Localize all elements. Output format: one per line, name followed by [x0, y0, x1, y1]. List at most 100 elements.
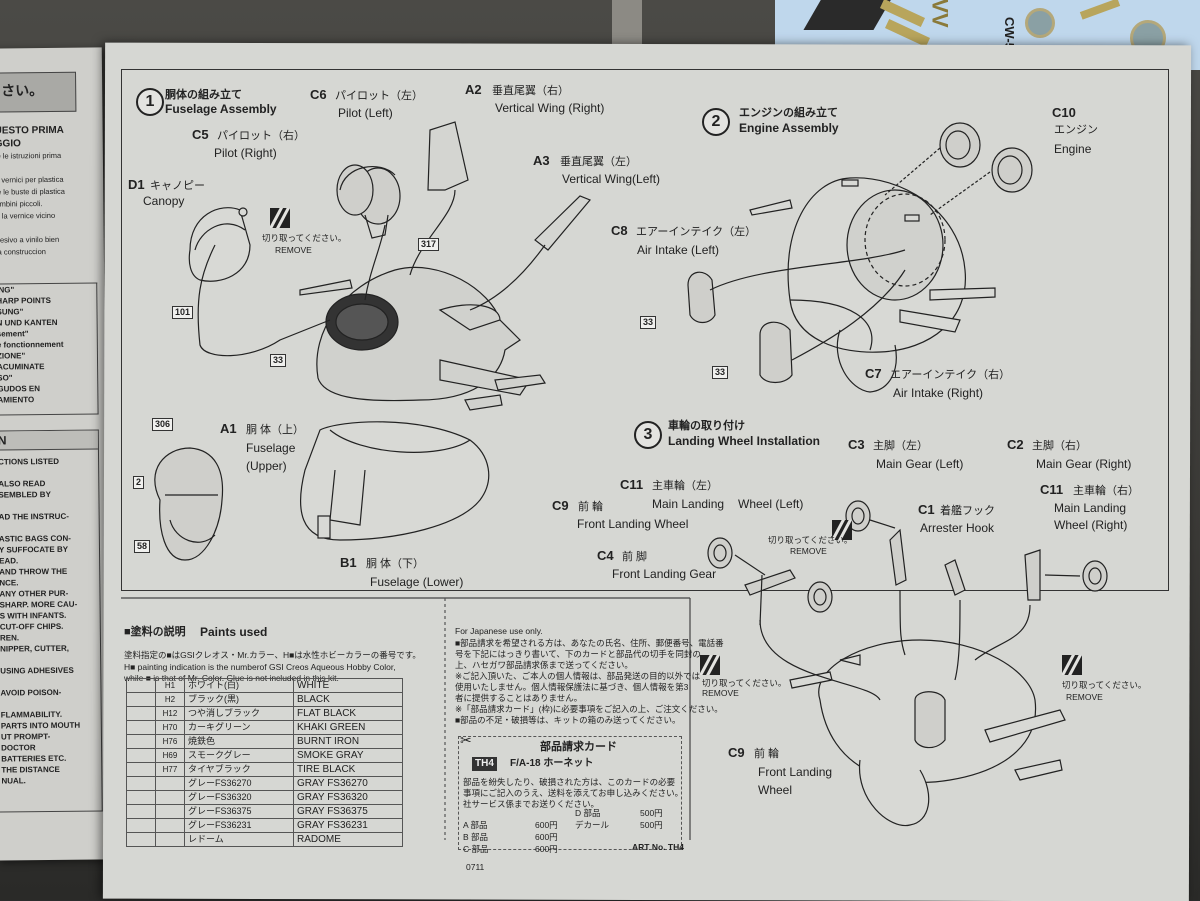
part-c2-ja: 主脚（右） [1032, 440, 1087, 452]
paint-ja: 焼鉄色 [184, 734, 294, 749]
paint-en: BURNT IRON [293, 734, 403, 749]
paint-code: H70 [155, 720, 185, 735]
part-c3-ja: 主脚（左） [873, 440, 928, 452]
part-a2-code: A2 [465, 82, 482, 97]
badge-33: 33 [270, 354, 287, 367]
paint-ja: カーキグリーン [184, 720, 294, 735]
paint-ja: レドーム [184, 832, 294, 847]
card-title: 部品請求カード [540, 741, 617, 753]
part-c10-code: C10 [1052, 105, 1076, 120]
card-a-label: A 部品 [463, 820, 488, 830]
paint-swatch [126, 678, 156, 693]
paint-en: KHAKI GREEN [293, 720, 403, 735]
paint-en: FLAT BLACK [293, 706, 403, 721]
paint-code: H2 [155, 692, 185, 707]
paint-swatch [126, 762, 156, 777]
part-c7-code: C7 [865, 366, 882, 381]
part-c11r-ja: 主車輪（右） [1073, 485, 1139, 497]
badge-306: 306 [152, 418, 174, 431]
paint-swatch [126, 832, 156, 847]
paint-en: RADOME [293, 832, 403, 847]
paint-code: H69 [155, 748, 185, 763]
text-line: ※「部品請求カード」(枠)に必要事項をご記入の上、ご注文ください。 [455, 704, 723, 714]
paint-code [155, 804, 185, 819]
landing-body-drawing [789, 639, 1066, 827]
air-intake-drawings [687, 249, 906, 384]
paint-swatch [126, 804, 156, 819]
part-c9b-en: Front Landing [758, 765, 833, 779]
part-c11l-en2: Wheel (Left) [738, 497, 804, 511]
part-a1-en2: (Upper) [246, 459, 287, 473]
part-c4-en: Front Landing Gear [612, 567, 717, 581]
paints-title-en: Paints used [200, 625, 268, 639]
part-a1-en: Fuselage [246, 441, 296, 455]
card-c-label: C 部品 [463, 844, 489, 854]
part-a3-en: Vertical Wing(Left) [562, 172, 661, 186]
part-c9a-ja: 前 輪 [578, 501, 604, 513]
paint-swatch [126, 734, 156, 749]
card-a-price: 600円 [535, 820, 558, 830]
part-c8-code: C8 [611, 223, 628, 238]
card-d-label: D 部品 [575, 808, 601, 818]
part-c1-en: Arrester Hook [920, 521, 995, 535]
art-number: ART No. TH4 [632, 842, 684, 852]
card-b-price: 600円 [535, 832, 558, 842]
card-text-1: 部品を紛失したり、破損された方は、このカードの必要 [463, 777, 676, 787]
paint-en: GRAY FS36320 [293, 790, 403, 805]
parts-request-notes: ■部品請求を希望される方は、あなたの氏名、住所、郵便番号、電話番号を下記にはっき… [455, 638, 724, 726]
remove-icon-step1 [270, 208, 290, 228]
assembly-frame [121, 69, 1169, 591]
part-c2-code: C2 [1007, 437, 1024, 452]
paint-en: GRAY FS36231 [293, 818, 403, 833]
badge-33-c7: 33 [712, 366, 729, 379]
part-c10-ja: エンジン [1054, 124, 1098, 136]
step3-title-ja: 車輪の取り付け [668, 420, 745, 432]
text-line: ■部品請求を希望される方は、あなたの氏名、住所、郵便番号、電話番 [455, 638, 724, 648]
card-code: TH4 [472, 757, 497, 771]
part-c6-code: C6 [310, 87, 327, 102]
paint-ja: タイヤブラック [184, 762, 294, 777]
step3-title-en: Landing Wheel Installation [668, 434, 821, 448]
canopy-drawing [188, 207, 251, 282]
paint-en: BLACK [293, 692, 403, 707]
part-c6-ja: パイロット（左） [335, 90, 423, 102]
card-text-3: 社サービス係までお送りください。 [463, 799, 600, 809]
part-c7-ja: エアーインテイク（右） [890, 369, 1011, 381]
paint-swatch [126, 748, 156, 763]
paint-ja: グレーFS36270 [184, 776, 294, 791]
part-c8-en: Air Intake (Left) [637, 243, 720, 257]
part-c5-ja: パイロット（右） [217, 130, 305, 142]
part-c9b-code: C9 [728, 745, 745, 760]
part-c10-en: Engine [1054, 142, 1092, 156]
step1-title-en: Fuselage Assembly [165, 102, 277, 116]
card-text-2: 事項にご記入のうえ、送料を添えてお申し込みください。 [463, 788, 684, 798]
paint-ja: つや消しブラック [184, 706, 294, 721]
paint-ja: ブラック(黒) [184, 692, 294, 707]
remove-icon-step3-c [1062, 655, 1082, 675]
remove-en-step3-c: REMOVE [1066, 692, 1103, 702]
step2-title-ja: エンジンの組み立て [739, 107, 838, 119]
remove-ja-step3-b: 切り取ってください。 [702, 678, 787, 688]
part-c4-code: C4 [597, 548, 614, 563]
paint-ja: グレーFS36320 [184, 790, 294, 805]
engine-parts-drawing [884, 122, 1033, 216]
part-a3-code: A3 [533, 153, 550, 168]
parts-request-card [458, 736, 682, 850]
part-a1-code: A1 [220, 421, 237, 436]
part-c9b-ja: 前 輪 [754, 748, 780, 760]
part-c5-en: Pilot (Right) [214, 146, 277, 160]
paint-code: H76 [155, 734, 185, 749]
part-b1-en: Fuselage (Lower) [370, 575, 464, 589]
paint-ja: ホワイト(白) [184, 678, 294, 693]
part-d1-ja: キャノピー [150, 180, 205, 192]
part-d1-code: D1 [128, 177, 145, 192]
